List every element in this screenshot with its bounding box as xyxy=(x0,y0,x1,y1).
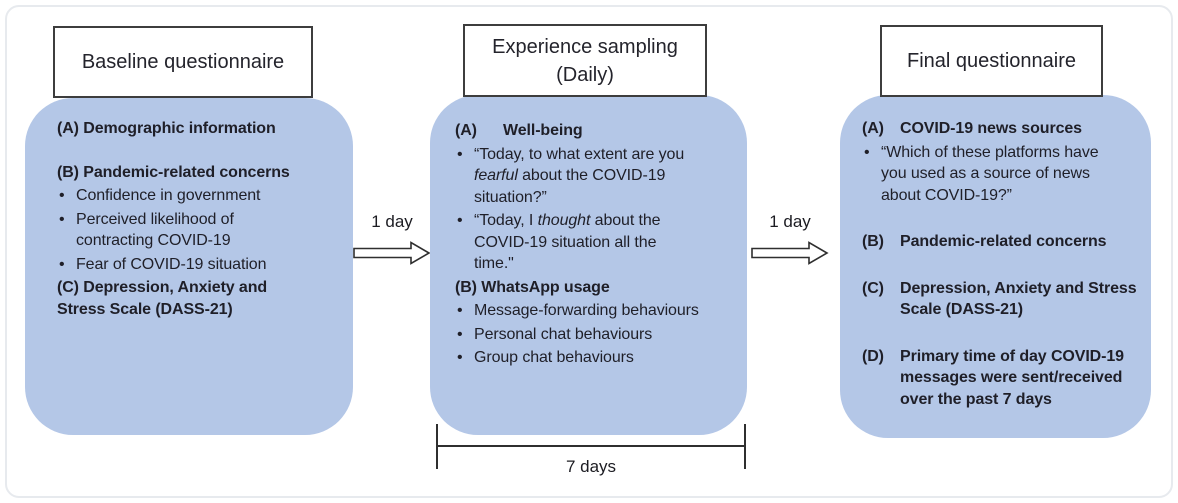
baseline-title: Baseline questionnaire xyxy=(81,51,285,73)
bullet-text: Perceived likelihood of contracting COVI… xyxy=(76,210,234,250)
bullet-icon: • xyxy=(457,302,463,319)
section-label: (C) xyxy=(862,279,884,297)
experience-title-line2: (Daily) xyxy=(556,63,614,86)
section-label: (A) xyxy=(455,122,477,139)
bullet-text: Confidence in government xyxy=(76,187,261,204)
section-heading: (B) WhatsApp usage xyxy=(455,278,610,296)
section-heading: (A) Demographic information xyxy=(57,120,276,137)
bullet-item: • Confidence in government xyxy=(57,185,341,207)
bullet-icon: • xyxy=(59,187,65,204)
section-label: (D) xyxy=(862,347,884,365)
arrow-right-icon xyxy=(751,241,829,265)
bullet-list: • “Which of these platforms have you use… xyxy=(862,142,1141,207)
bullet-text: “Which of these platforms have you used … xyxy=(881,143,1099,204)
bullet-text: Fear of COVID-19 situation xyxy=(76,255,267,273)
bullet-item: • “Today, to what extent are you fearful… xyxy=(455,144,737,209)
bracket-line xyxy=(437,445,745,447)
bullet-text: Personal chat behaviours xyxy=(474,325,653,343)
bullet-icon: • xyxy=(457,212,463,229)
final-item: (B) Pandemic-related concerns xyxy=(862,231,1141,253)
bullet-text: Group chat behaviours xyxy=(474,349,634,366)
bullet-item: • “Which of these platforms have you use… xyxy=(862,142,1141,207)
bullet-item: • Fear of COVID-19 situation xyxy=(57,254,341,276)
baseline-title-box: Baseline questionnaire xyxy=(53,26,313,98)
arrow-label: 1 day xyxy=(371,212,413,231)
bullet-icon: • xyxy=(59,255,65,273)
bullet-icon: • xyxy=(59,210,65,228)
bullet-text: Message-forwarding behaviours xyxy=(474,302,699,319)
section-heading-row: (A) COVID-19 news sources xyxy=(862,118,1141,140)
bullet-icon: • xyxy=(457,145,463,163)
final-item: (C) Depression, Anxiety and Stress Scale… xyxy=(862,278,1141,321)
section-heading: (C) Depression, Anxiety and Stress Scale… xyxy=(57,279,268,318)
bullet-item: • “Today, I thought about the COVID-19 s… xyxy=(455,210,737,275)
bullet-item: • Group chat behaviours xyxy=(455,347,737,369)
arrow-label: 1 day xyxy=(769,212,811,231)
bullet-text: “Today, I thought about the COVID-19 sit… xyxy=(474,212,661,272)
bullet-item: • Perceived likelihood of contracting CO… xyxy=(57,209,341,252)
section-heading: (B) Pandemic-related concerns xyxy=(57,163,290,181)
final-title: Final questionnaire xyxy=(907,50,1076,72)
bracket-label: 7 days xyxy=(565,457,617,476)
bullet-icon: • xyxy=(457,349,463,366)
experience-title-line1: Experience sampling xyxy=(492,35,678,58)
section-heading: Primary time of day COVID-19 messages we… xyxy=(900,347,1124,408)
experience-title-box: Experience sampling (Daily) xyxy=(463,24,707,97)
bullet-icon: • xyxy=(457,325,463,343)
bracket-tick-right xyxy=(744,424,746,469)
bullet-list: • “Today, to what extent are you fearful… xyxy=(455,144,737,275)
bullet-item: • Message-forwarding behaviours xyxy=(455,300,737,322)
bullet-text: “Today, to what extent are you fearful a… xyxy=(474,145,685,206)
section-label: (B) xyxy=(862,233,884,250)
bullet-list: • Message-forwarding behaviours • Person… xyxy=(455,300,737,369)
section-heading: Depression, Anxiety and Stress Scale (DA… xyxy=(900,279,1137,319)
arrow-right-icon xyxy=(353,241,431,265)
baseline-panel: (A) Demographic information (B) Pandemic… xyxy=(25,98,353,435)
section-heading-row: (A) Well-being xyxy=(455,120,737,142)
final-item: (A) COVID-19 news sources • “Which of th… xyxy=(862,118,1141,206)
bullet-list: • Confidence in government • Perceived l… xyxy=(57,185,341,275)
section-heading: Pandemic-related concerns xyxy=(900,233,1107,250)
experience-panel: (A) Well-being • “Today, to what extent … xyxy=(430,95,747,435)
bullet-icon: • xyxy=(864,143,870,161)
bullet-item: • Personal chat behaviours xyxy=(455,324,737,346)
final-panel: (A) COVID-19 news sources • “Which of th… xyxy=(840,95,1151,438)
final-item: (D) Primary time of day COVID-19 message… xyxy=(862,346,1141,411)
final-title-box: Final questionnaire xyxy=(880,25,1103,97)
section-label: (A) xyxy=(862,120,884,137)
section-heading: COVID-19 news sources xyxy=(900,120,1082,137)
section-heading: Well-being xyxy=(503,122,583,139)
